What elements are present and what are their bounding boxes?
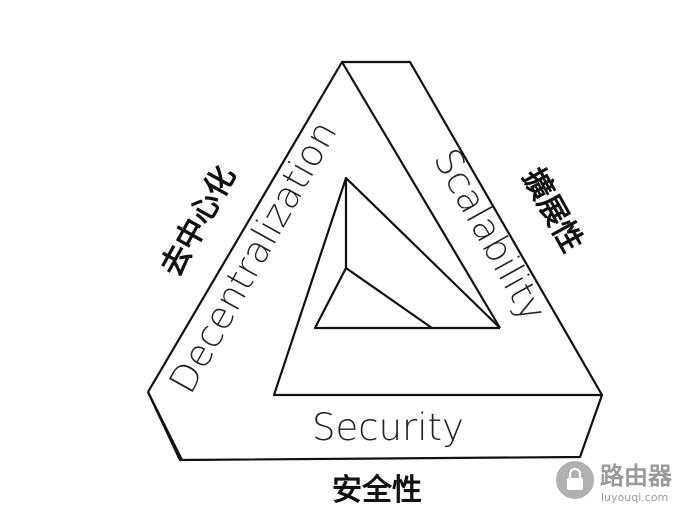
triangle-left-fold <box>147 391 183 461</box>
watermark: 路由器 luyouqi.com <box>556 461 673 504</box>
lock-icon <box>567 478 583 490</box>
triangle-inner-top <box>313 266 500 330</box>
label-security-zh: 安全性 <box>332 473 422 508</box>
triangle-outer-edge <box>147 60 604 462</box>
watermark-url: luyouqi.com <box>601 491 668 504</box>
triangle-top-fold <box>341 61 501 329</box>
penrose-triangle <box>147 60 604 462</box>
triangle-inner-left <box>272 177 602 397</box>
watermark-name: 路由器 <box>600 462 673 490</box>
label-scalability-zh: 擴展性 <box>515 163 589 259</box>
label-security: Security <box>312 406 464 449</box>
